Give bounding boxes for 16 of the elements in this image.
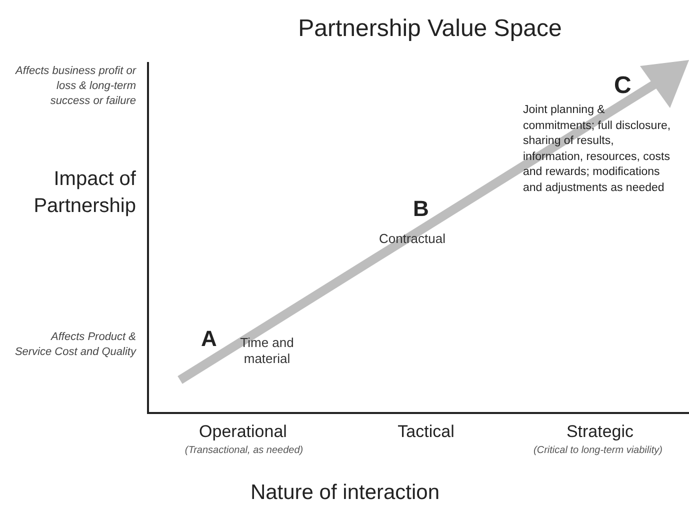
axis-category-note: (Critical to long-term viability): [532, 444, 664, 457]
axis-category: Tactical: [396, 421, 456, 443]
point-letter: C: [614, 74, 632, 98]
axis-category: Operational: [198, 421, 288, 443]
axis-note: Affects Product & Service Cost and Quality: [14, 330, 136, 360]
point-letter: B: [413, 198, 429, 220]
axis-title: Impact of Partnership: [32, 167, 136, 219]
point-letter: A: [201, 328, 217, 350]
chart-title: Partnership Value Space: [297, 14, 563, 44]
axis-category: Strategic: [565, 421, 635, 443]
point-description: Contractual: [379, 231, 446, 247]
point-description: Time and material: [239, 335, 295, 367]
axis-category-note: (Transactional, as needed): [184, 444, 304, 457]
axis-title: Nature of interaction: [249, 480, 441, 506]
axis-note: Affects business profit or loss & long-term success or failure: [14, 64, 136, 109]
point-description: Joint planning & commitments; full disclosure, sharing of results, information, resources, costs and rewards; modifications and adjustments as needed: [523, 103, 671, 196]
